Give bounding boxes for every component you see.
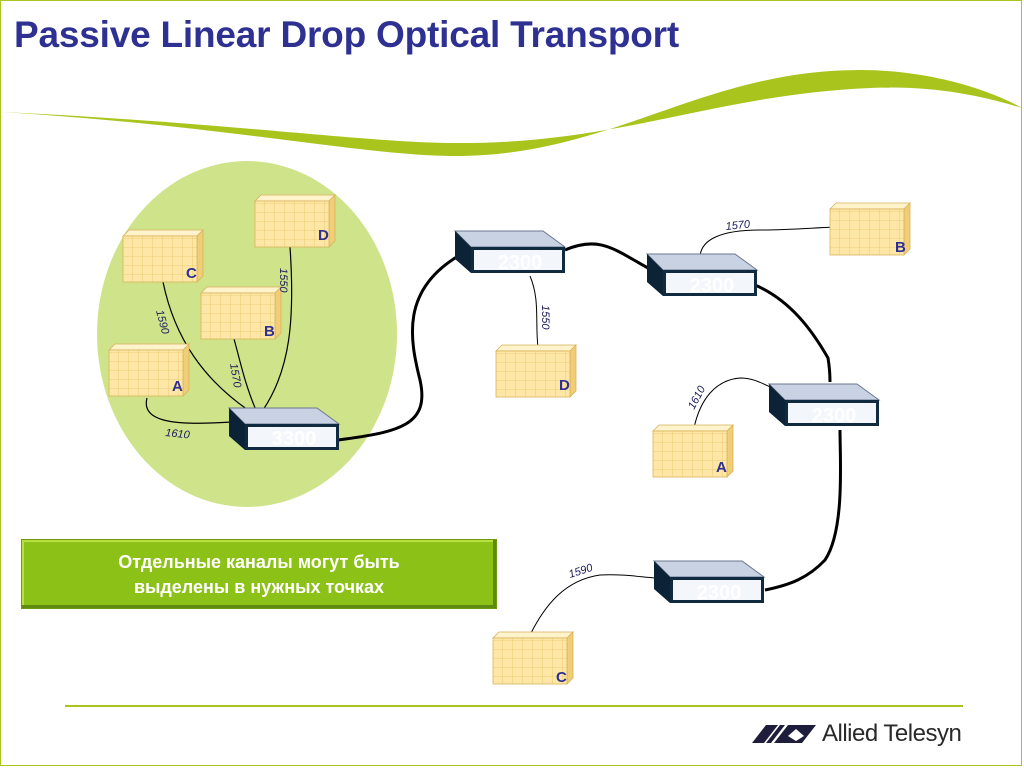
allied-telesyn-logo: Allied Telesyn <box>752 720 962 748</box>
svg-text:2300: 2300 <box>812 405 857 427</box>
hub-site-c: C <box>122 229 204 283</box>
hub-site-a: A <box>108 343 190 397</box>
drop-site-b: B <box>829 202 911 256</box>
switch-2300-1: 2300 <box>454 230 566 274</box>
switch-2300-2: 2300 <box>646 253 758 297</box>
svg-text:D: D <box>559 377 570 394</box>
title-swoosh <box>0 70 1022 157</box>
backbone-fiber <box>337 242 843 592</box>
drop-site-a: A <box>652 424 734 478</box>
wavelength-label: 1610 <box>686 383 708 411</box>
svg-text:D: D <box>318 227 329 244</box>
svg-text:A: A <box>716 459 727 476</box>
wavelength-label: 1570 <box>725 218 751 233</box>
svg-text:A: A <box>172 378 183 395</box>
svg-text:C: C <box>556 669 567 686</box>
callout-box: Отдельные каналы могут быть выделены в н… <box>21 539 497 609</box>
hub-drop-fibers <box>145 246 293 424</box>
svg-text:C: C <box>186 265 197 282</box>
svg-text:2300: 2300 <box>697 582 742 604</box>
logo-text: Allied Telesyn <box>822 720 962 747</box>
switch-drop-fibers <box>529 226 836 636</box>
callout-line-2: выделены в нужных точках <box>133 577 385 597</box>
drop-site-c: C <box>492 631 574 686</box>
svg-text:B: B <box>895 239 906 256</box>
wavelength-label: 1570 <box>227 362 243 389</box>
switch-2300-3: 2300 <box>768 383 880 427</box>
wavelength-label: 1610 <box>165 427 191 442</box>
logo-mark-icon <box>752 725 816 743</box>
slide-title: Passive Linear Drop Optical Transport <box>14 14 679 55</box>
wavelength-label: 1590 <box>567 562 595 581</box>
hub-switch-3300: 3300 <box>228 407 340 451</box>
footer-divider <box>65 705 963 707</box>
svg-text:2300: 2300 <box>690 275 735 297</box>
switch-2300-4: 2300 <box>653 560 765 604</box>
wavelength-label: 1550 <box>277 268 289 293</box>
hub-site-b: B <box>200 286 282 340</box>
callout-line-1: Отдельные каналы могут быть <box>118 552 400 572</box>
drop-site-d: D <box>495 344 577 398</box>
hub-site-d: D <box>254 194 336 248</box>
svg-text:3300: 3300 <box>272 428 317 450</box>
svg-text:B: B <box>264 323 275 340</box>
wavelength-label: 1550 <box>539 305 551 330</box>
svg-text:2300: 2300 <box>498 252 543 274</box>
